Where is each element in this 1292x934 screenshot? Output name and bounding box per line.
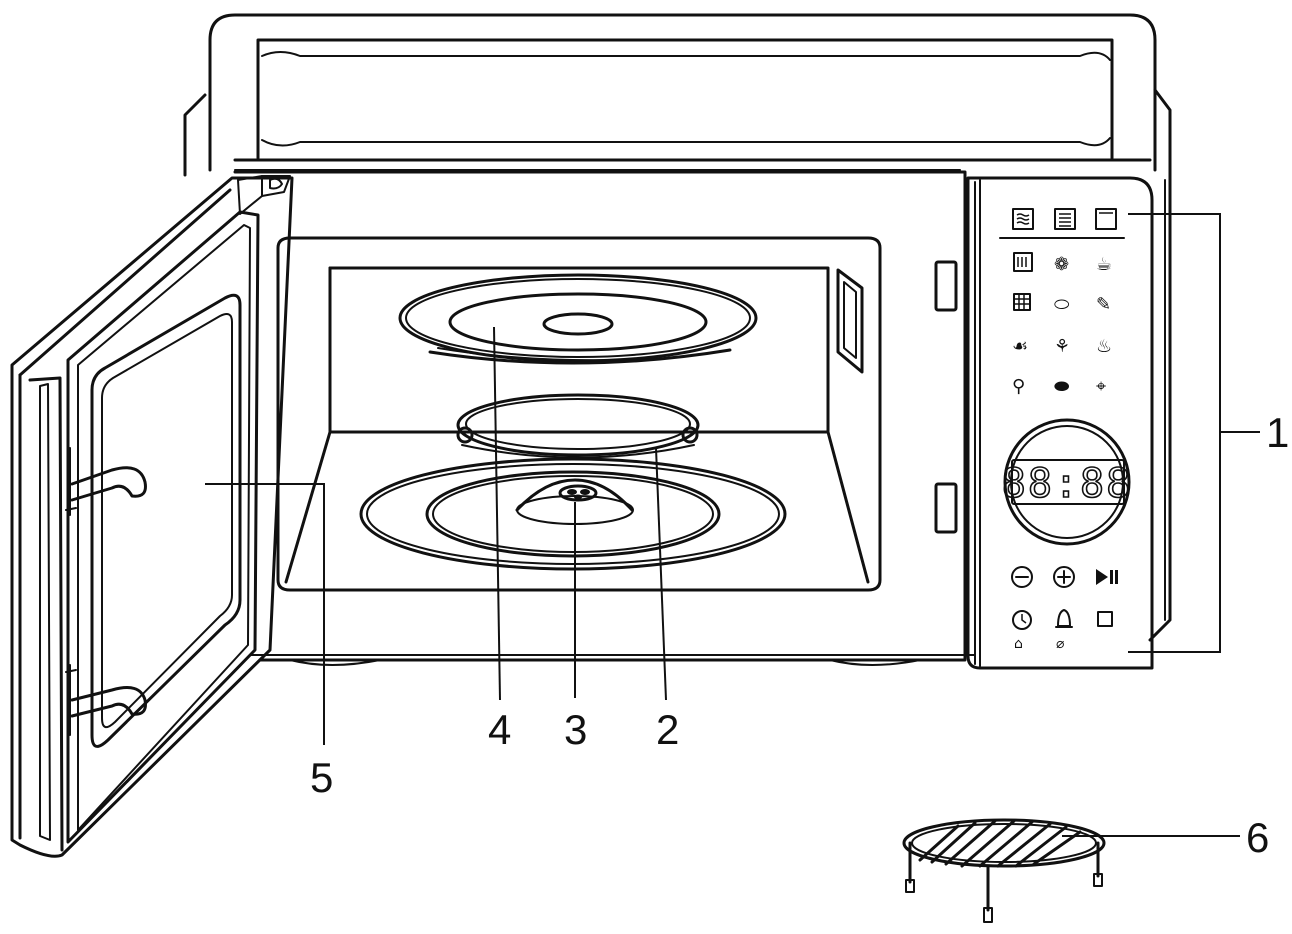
callout-1: 1	[1266, 409, 1289, 456]
svg-text:⌀: ⌀	[1056, 636, 1065, 652]
callout-4: 4	[488, 706, 511, 753]
callout-6: 6	[1246, 814, 1269, 861]
glass-tray	[398, 273, 758, 365]
start-pause-icon[interactable]	[1096, 569, 1118, 585]
grill-icon[interactable]	[1054, 208, 1076, 230]
door	[10, 175, 294, 858]
vegetable-icon[interactable]: ✎	[1096, 294, 1111, 315]
fries-icon[interactable]: ⌖	[1096, 376, 1106, 397]
oven-cavity	[276, 236, 882, 592]
oven-icon[interactable]	[1095, 208, 1117, 230]
svg-text:⌂: ⌂	[1014, 636, 1023, 652]
potato-icon[interactable]: ⬭	[1054, 294, 1070, 315]
turntable-floor	[359, 457, 787, 571]
drumstick-icon[interactable]: ⚲	[1012, 376, 1025, 397]
pizza-icon[interactable]: ❁	[1054, 254, 1069, 275]
door-interlock	[934, 260, 958, 534]
callout-2: 2	[656, 706, 679, 753]
steak-icon[interactable]: ⬬	[1054, 376, 1070, 397]
beverage-icon[interactable]: ☕	[1096, 254, 1112, 275]
oven-housing	[183, 13, 1172, 666]
grid-icon[interactable]	[1013, 293, 1031, 311]
fish-icon[interactable]: ⚘	[1054, 336, 1070, 357]
leader-lines	[205, 213, 1260, 837]
display-ring	[1003, 418, 1131, 546]
soup-icon[interactable]: ♨	[1096, 336, 1112, 357]
bell-icon[interactable]: ⌀	[1055, 609, 1073, 652]
callout-5: 5	[310, 754, 333, 801]
callout-3: 3	[564, 706, 587, 753]
chicken-icon[interactable]: ☙	[1012, 336, 1028, 357]
minus-icon[interactable]	[1011, 566, 1033, 588]
coupler	[558, 484, 598, 502]
clock-icon[interactable]: ⌂	[1012, 610, 1032, 652]
plus-icon[interactable]	[1053, 566, 1075, 588]
microwave-icon[interactable]	[1012, 208, 1034, 230]
defrost-icon[interactable]	[1013, 252, 1033, 272]
roller-ring	[456, 393, 700, 459]
time-display: 88:88	[1002, 461, 1132, 507]
wire-rack	[902, 818, 1106, 923]
control-panel: ❁ ☕ ⬭ ✎ ☙ ⚘ ♨ ⚲ ⬬ ⌖ 88:88 ⌂ ⌀	[966, 176, 1154, 670]
stop-icon[interactable]	[1097, 611, 1113, 627]
